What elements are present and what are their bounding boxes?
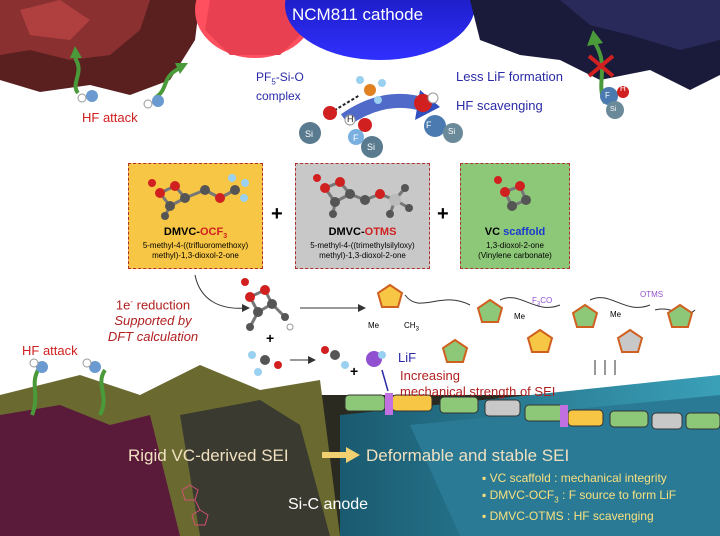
cathode-title: NCM811 cathode xyxy=(292,5,424,24)
deformable-sei-label: Deformable and stable SEI xyxy=(366,446,570,465)
polymer-chain xyxy=(376,283,696,375)
chain-ch3: CH3 xyxy=(404,321,419,333)
hf-attack-label-top: HF attack xyxy=(82,110,138,125)
blocked-hf-arrow xyxy=(587,30,629,119)
vc-molecule xyxy=(494,176,531,211)
chain-me-2: Me xyxy=(514,312,526,321)
atom-h-1: H xyxy=(347,114,354,124)
anode-illustration xyxy=(0,358,720,536)
fragment-molecules xyxy=(248,346,349,376)
lif-label: LiF xyxy=(398,350,417,365)
chain-f3co: F3CO xyxy=(532,296,553,308)
otms-name: DMVC-OTMS xyxy=(328,226,397,238)
vc-name: VC scaffold xyxy=(484,226,546,238)
atom-si-1: Si xyxy=(305,129,314,139)
ocf3-name: DMVC-OCF3 xyxy=(163,226,228,241)
atom-si-3: Si xyxy=(448,127,456,136)
otms-desc: 5-methyl-4-((trimethylsilyloxy)methyl)-1… xyxy=(310,241,415,260)
rigid-sei-label: Rigid VC-derived SEI xyxy=(128,446,289,465)
reduction-label: 1e- reduction Supported by DFT calculati… xyxy=(107,297,199,345)
atom-si-2: Si xyxy=(367,142,376,152)
atom-f-1: F xyxy=(353,133,359,143)
pf5-complex-label: PF5-Si-O complex xyxy=(256,70,304,104)
hf-attack-arrows xyxy=(70,46,188,109)
chain-otms: OTMS xyxy=(640,290,664,299)
vc-desc: 1,3-dioxol-2-one(Vinylene carbonate) xyxy=(478,241,552,260)
bullet-list: ▪ VC scaffold : mechanical integrity ▪ D… xyxy=(482,470,676,525)
li-atom xyxy=(366,351,386,367)
atom-f-2: F xyxy=(426,120,432,130)
reduction-arrows xyxy=(194,274,366,312)
ocf3-desc: 5-methyl-4-((trifluoromethoxy)methyl)-1,… xyxy=(142,241,249,260)
plus-3: + xyxy=(266,330,275,346)
bullet-item-1: ▪ VC scaffold : mechanical integrity xyxy=(482,471,667,485)
chain-me-3: Me xyxy=(610,310,622,319)
bullet-item-2: ▪ DMVC-OCF3 : F source to form LiF xyxy=(482,488,677,505)
hf-scavenged-molecule xyxy=(414,92,463,143)
plus-4: + xyxy=(350,363,359,379)
vc-box xyxy=(460,163,570,269)
hf-attack-label-bottom: HF attack xyxy=(22,343,78,358)
otms-molecule xyxy=(313,174,413,218)
chain-me-1: Me xyxy=(368,321,380,330)
anode-label: Si-C anode xyxy=(288,496,369,513)
plus-1: + xyxy=(271,203,283,225)
atom-f-3: F xyxy=(605,91,610,100)
hf-scavenging-label: HF scavenging xyxy=(456,98,543,113)
atom-si-4: Si xyxy=(610,106,617,113)
bullet-item-3: ▪ DMVC-OTMS : HF scavenging xyxy=(482,509,654,524)
reduced-molecule xyxy=(241,278,294,331)
atom-h-2: H xyxy=(620,84,626,93)
less-lif-label: Less LiF formation xyxy=(456,69,563,84)
ocf3-molecule xyxy=(148,174,249,220)
plus-2: + xyxy=(437,203,449,225)
